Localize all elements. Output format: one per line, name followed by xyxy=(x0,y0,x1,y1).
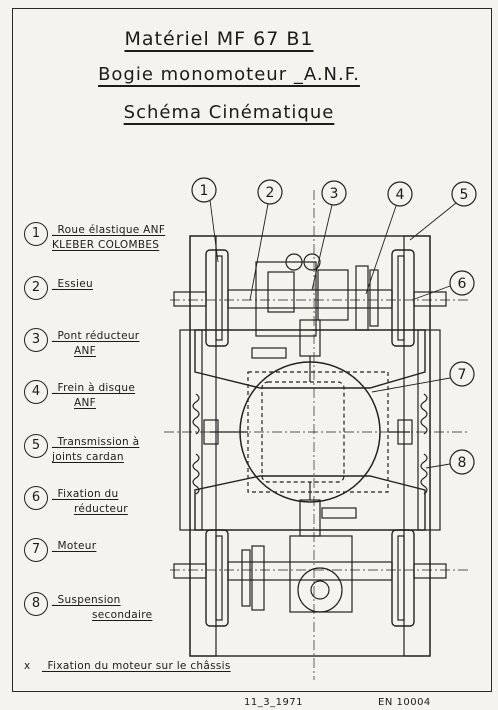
sheet-frame xyxy=(12,8,492,692)
legend-number: 1 xyxy=(24,222,48,246)
callout-7 xyxy=(449,361,475,387)
drawing-date: 11_3_1971 xyxy=(244,697,304,708)
legend-number: 4 xyxy=(24,380,48,404)
legend-number: 2 xyxy=(24,276,48,300)
legend-text: _Frein à disque xyxy=(52,382,136,394)
footnote-mark: x xyxy=(24,660,31,672)
drawing-reference: EN 10004 xyxy=(378,697,431,708)
callout-label-5: 5 xyxy=(460,187,469,203)
legend-text: _Pont réducteur xyxy=(52,330,140,342)
callout-label-2: 2 xyxy=(266,185,275,201)
callout-label-3: 3 xyxy=(330,186,339,202)
callout-label-4: 4 xyxy=(396,187,405,203)
legend-number: 6 xyxy=(24,486,48,510)
legend-text: ANF xyxy=(74,345,96,357)
legend-text: _Fixation du xyxy=(52,488,119,500)
footnote-text: _Fixation du moteur sur le châssis xyxy=(42,660,231,672)
legend-number: 7 xyxy=(24,538,48,562)
legend-text: _Roue élastique ANF xyxy=(52,224,166,236)
legend-text: _Suspension xyxy=(52,594,121,606)
title-line-1: Matériel MF 67 B1 xyxy=(124,28,314,50)
callout-6 xyxy=(449,270,475,296)
legend-text: joints cardan xyxy=(52,451,124,463)
legend-text: _Transmission à xyxy=(52,436,140,448)
callout-label-1: 1 xyxy=(200,183,209,199)
legend-text: _Essieu xyxy=(52,278,93,290)
title-line-2: Bogie monomoteur _A.N.F. xyxy=(98,64,360,85)
callout-4 xyxy=(387,181,413,207)
legend-text: réducteur xyxy=(74,503,128,515)
legend-number: 3 xyxy=(24,328,48,352)
legend-text: secondaire xyxy=(92,609,153,621)
callout-2 xyxy=(257,179,283,205)
legend-text: ANF xyxy=(74,397,96,409)
callout-1 xyxy=(191,177,217,203)
title-line-3: Schéma Cinématique xyxy=(123,102,335,123)
legend-number: 5 xyxy=(24,434,48,458)
legend-number: 8 xyxy=(24,592,48,616)
callout-label-8: 8 xyxy=(458,455,467,471)
callout-label-6: 6 xyxy=(458,276,467,292)
callout-8 xyxy=(449,449,475,475)
footnote: x _Fixation du moteur sur le châssis xyxy=(24,660,231,672)
callout-3 xyxy=(321,180,347,206)
callout-label-7: 7 xyxy=(458,367,467,383)
legend-text: _Moteur xyxy=(52,540,97,552)
callout-5 xyxy=(451,181,477,207)
legend-text: KLEBER COLOMBES xyxy=(52,239,160,251)
